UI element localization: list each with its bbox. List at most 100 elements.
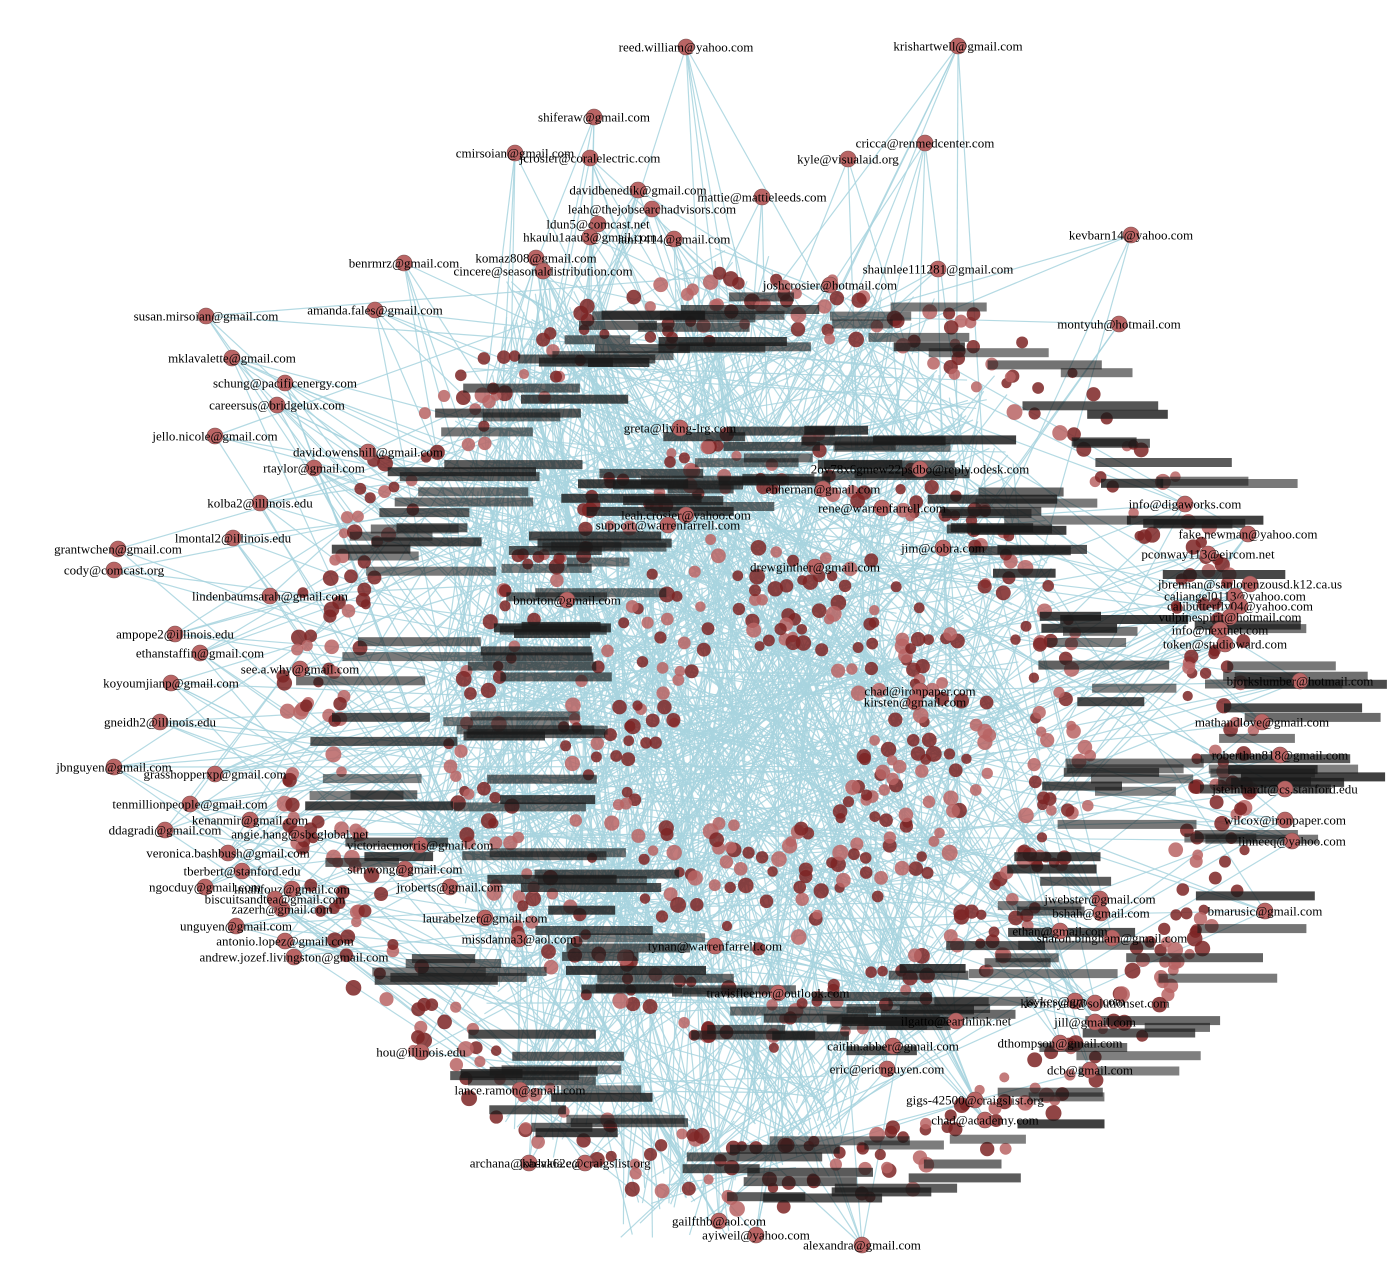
graph-node[interactable]: lance.ramon@gmail.com bbox=[454, 1081, 586, 1099]
graph-node[interactable]: ethanstaffin@gmail.com bbox=[136, 644, 264, 662]
graph-node[interactable]: lmahfouz@gmail.com bbox=[234, 880, 350, 898]
graph-node[interactable]: laurabelzer@gmail.com bbox=[423, 909, 548, 927]
graph-node[interactable]: bnorton@gmail.com bbox=[513, 591, 621, 609]
graph-node[interactable]: jbnguyen@gmail.com bbox=[55, 758, 172, 776]
graph-node[interactable]: gigs-42500@craigslist.org bbox=[906, 1091, 1044, 1109]
graph-node[interactable]: linneeq@yahoo.com bbox=[1238, 832, 1346, 850]
graph-node[interactable]: bjorkslumber@hotmail.com bbox=[1227, 672, 1374, 690]
graph-node[interactable]: susan.mirsoian@gmail.com bbox=[134, 307, 279, 325]
graph-node[interactable]: mklavalette@gmail.com bbox=[168, 349, 296, 367]
graph-node[interactable]: kyle@visualaid.org bbox=[797, 150, 899, 168]
graph-node[interactable]: mattie@mattieleeds.com bbox=[697, 188, 827, 206]
graph-node[interactable]: andrew.jozef.livingston@gmail.com bbox=[199, 948, 389, 966]
graph-node[interactable]: caitlin.abber@gmail.com bbox=[827, 1037, 959, 1055]
graph-node[interactable]: stmwong@gmail.com bbox=[348, 860, 463, 878]
graph-node[interactable]: ilgatto@earthlink.net bbox=[901, 1012, 1012, 1030]
graph-node[interactable]: kirsten@gmail.com bbox=[864, 693, 967, 711]
graph-node[interactable]: eric@ericnguyen.com bbox=[830, 1060, 945, 1078]
graph-node[interactable]: jbrennan@sanlorenzousd.k12.ca.us bbox=[1157, 575, 1342, 593]
graph-node[interactable]: hou@illinois.edu bbox=[376, 1043, 466, 1061]
graph-node[interactable]: dcb@gmail.com bbox=[1047, 1061, 1133, 1079]
graph-node[interactable]: mathandlove@gmail.com bbox=[1195, 713, 1329, 731]
graph-node[interactable]: see.a.why@gmail.com bbox=[241, 660, 359, 678]
graph-node[interactable]: jello.nicole@gmail.com bbox=[151, 427, 278, 445]
graph-node[interactable]: benrmrz@gmail.com bbox=[349, 254, 460, 272]
graph-node[interactable]: jsteinhardt@cs.stanford.edu bbox=[1211, 780, 1358, 798]
graph-node[interactable]: token@studioward.com bbox=[1163, 635, 1287, 653]
graph-node[interactable]: dthompson@gmail.com bbox=[998, 1034, 1123, 1052]
graph-node[interactable]: calibutterfly04@yahoo.com bbox=[1167, 597, 1313, 615]
graph-node[interactable]: schung@pacificenergy.com bbox=[213, 374, 357, 392]
graph-node[interactable]: gailfthb@aol.com bbox=[672, 1212, 766, 1230]
graph-node[interactable]: lindenbaumsarah@gmail.com bbox=[192, 587, 348, 605]
graph-node[interactable]: sharon.bingham@gmail.com bbox=[1037, 929, 1188, 947]
graph-node[interactable]: cmirsoian@gmail.com bbox=[456, 144, 574, 162]
graph-node[interactable]: gneidh2@illinois.edu bbox=[104, 713, 216, 731]
graph-node[interactable]: joshcrosier@hotmail.com bbox=[762, 276, 897, 294]
graph-node[interactable]: montyuh@hotmail.com bbox=[1057, 315, 1181, 333]
graph-node[interactable]: leah@thejobsearchadvisors.com bbox=[568, 200, 736, 218]
graph-node[interactable]: ethan@gmail.com bbox=[1012, 922, 1108, 940]
graph-node[interactable]: veronica.bashbush@gmail.com bbox=[146, 844, 310, 862]
graph-node[interactable]: info@digaworks.com bbox=[1129, 495, 1242, 513]
graph-node[interactable]: jim@cobra.com bbox=[900, 539, 985, 557]
graph-node[interactable]: tynan@warrenfarrell.com bbox=[648, 937, 782, 955]
graph-node[interactable]: jwebster@gmail.com bbox=[1043, 890, 1156, 908]
graph-node[interactable]: ngocduy@gmail.com bbox=[149, 878, 261, 896]
graph-node[interactable]: roberthan818@gmail.com bbox=[1212, 746, 1349, 764]
graph-node[interactable]: bshah@gmail.com bbox=[1052, 904, 1150, 922]
graph-node[interactable]: amanda.fales@gmail.com bbox=[307, 301, 443, 319]
graph-node[interactable]: kolba2@illinois.edu bbox=[207, 494, 313, 512]
graph-node[interactable]: chad@academy.com bbox=[931, 1111, 1039, 1129]
graph-node[interactable]: drewginther@gmail.com bbox=[750, 558, 880, 576]
graph-node[interactable]: ayiweil@yahoo.com bbox=[702, 1226, 810, 1244]
graph-node[interactable]: greta@living-lrg.com bbox=[624, 419, 736, 437]
graph-node[interactable]: shaunlee111281@gmail.com bbox=[863, 260, 1014, 278]
graph-node[interactable]: leah.crosier@yahoo.com bbox=[621, 506, 751, 524]
graph-node[interactable]: komaz808@gmail.com bbox=[475, 249, 597, 267]
graph-node[interactable]: rtaylor@gmail.com bbox=[263, 459, 365, 477]
graph-node[interactable]: lmontal2@illinois.edu bbox=[175, 529, 292, 547]
graph-node[interactable]: krishartwell@gmail.com bbox=[893, 37, 1023, 55]
graph-node[interactable]: grantwchen@gmail.com bbox=[54, 540, 182, 558]
graph-node[interactable]: jill@gmail.com bbox=[1053, 1013, 1136, 1031]
graph-node[interactable]: fake.newman@yahoo.com bbox=[1178, 525, 1318, 543]
graph-node[interactable]: archana@kadakia.com bbox=[470, 1154, 588, 1172]
graph-node[interactable]: grasshopperxp@gmail.com bbox=[143, 765, 287, 783]
graph-node[interactable]: ehhernan@gmail.com bbox=[766, 480, 881, 498]
graph-node[interactable]: alexandra@gmail.com bbox=[803, 1236, 921, 1254]
graph-node[interactable]: kenanmir@gmail.com bbox=[192, 811, 308, 829]
graph-node[interactable]: jcrosier@coralelectric.com bbox=[519, 149, 661, 167]
graph-node[interactable]: bmarusic@gmail.com bbox=[1208, 902, 1323, 920]
graph-node[interactable]: job-va62e@craigslist.org bbox=[518, 1154, 651, 1172]
graph-node[interactable]: kevbarn14@yahoo.com bbox=[1069, 226, 1193, 244]
graph-node[interactable]: info@nextnet.com bbox=[1172, 621, 1269, 639]
graph-node[interactable]: victoriacmorris@gmail.com bbox=[347, 836, 494, 854]
graph-node[interactable]: vulpinespirit@hotmail.com bbox=[1158, 608, 1302, 626]
graph-node[interactable]: unguyen@gmail.com bbox=[180, 917, 292, 935]
graph-node[interactable]: ddagradi@gmail.com bbox=[109, 821, 222, 839]
graph-node[interactable]: cincere@seasonaldistribution.com bbox=[453, 262, 633, 280]
graph-node[interactable]: cricca@renmedcenter.com bbox=[856, 134, 995, 152]
graph-node[interactable]: shiferaw@gmail.com bbox=[538, 108, 650, 126]
graph-node[interactable]: tberbert@stanford.edu bbox=[183, 862, 301, 880]
graph-node[interactable]: jroberts@gmail.com bbox=[396, 878, 504, 896]
graph-node[interactable]: missdanna3@aol.com bbox=[462, 930, 577, 948]
graph-node[interactable]: careersus@bridgelux.com bbox=[209, 396, 345, 414]
graph-node[interactable]: ampope2@illinois.edu bbox=[116, 625, 234, 643]
graph-node[interactable]: tenmillionpeople@gmail.com bbox=[112, 795, 268, 813]
graph-node[interactable]: wilcox@ironpaper.com bbox=[1224, 811, 1346, 829]
graph-node[interactable]: support@warrenfarrell.com bbox=[596, 516, 740, 534]
graph-node[interactable]: hkaulu1aau3@gmail.com bbox=[523, 228, 657, 246]
graph-node[interactable]: kevin.ryan@solutionset.com bbox=[1020, 994, 1170, 1012]
graph-node[interactable]: cody@comcast.org bbox=[64, 561, 165, 579]
graph-node[interactable]: travisfleenor@outlook.com bbox=[706, 984, 850, 1002]
graph-node[interactable]: antonio.lopez@gmail.com bbox=[216, 932, 354, 950]
graph-node[interactable]: reed.william@yahoo.com bbox=[619, 38, 754, 56]
graph-node[interactable]: koyoumjianp@gmail.com bbox=[103, 674, 239, 692]
graph-node[interactable]: rene@warrenfarrell.com bbox=[818, 499, 946, 517]
graph-node[interactable]: david.owenshill@gmail.com bbox=[293, 443, 443, 461]
graph-node[interactable]: chad@ironpaper.com bbox=[864, 682, 976, 700]
graph-node[interactable]: davidbenedik@gmail.com bbox=[569, 181, 707, 199]
graph-node[interactable]: 2ov78x6gmew22psdbo@reply.odesk.com bbox=[811, 460, 1029, 478]
